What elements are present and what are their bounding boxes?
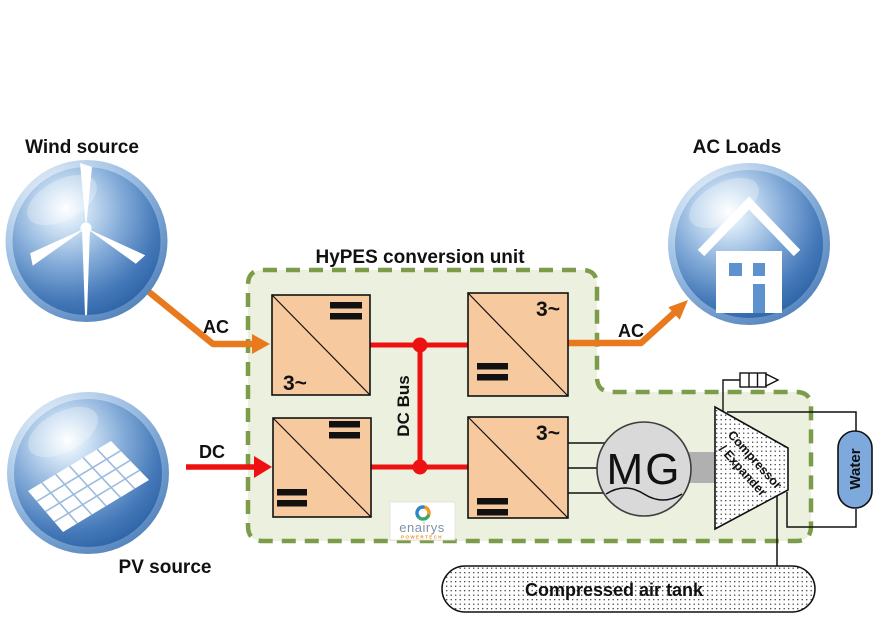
logo-name: enairys bbox=[399, 520, 444, 535]
source-pv bbox=[7, 392, 169, 554]
ac-symbol-label: 3~ bbox=[536, 422, 560, 445]
dc-bus-node-top bbox=[412, 337, 428, 353]
wind-source-label: Wind source bbox=[25, 137, 139, 158]
converter-dc-ac-top-right: 3~ bbox=[467, 292, 569, 397]
wire-pv-dc: DC bbox=[186, 442, 272, 478]
mg-shaft bbox=[689, 452, 716, 483]
dc-symbol bbox=[477, 374, 508, 381]
dc-symbol bbox=[477, 363, 508, 370]
dc-symbol bbox=[477, 509, 508, 516]
logo-enairys: enairys POWERTECH bbox=[389, 501, 456, 541]
wire-wind-ac: AC bbox=[146, 289, 270, 354]
house-icon bbox=[697, 196, 801, 313]
converter-dc-ac-bottom-right: 3~ bbox=[467, 416, 569, 519]
ac-out-label: AC bbox=[618, 321, 644, 341]
mg-machine: MG bbox=[596, 421, 716, 517]
converter-ac-dc-top-left: 3~ bbox=[271, 294, 371, 396]
ac-in-label: AC bbox=[203, 317, 229, 337]
converter-dc-dc-bottom-left bbox=[272, 417, 372, 518]
dc-bus-label: DC Bus bbox=[394, 375, 413, 436]
dc-symbol bbox=[329, 432, 360, 439]
three-phase-lines bbox=[568, 442, 606, 494]
dc-bus-node-bottom bbox=[412, 459, 428, 475]
compressed-air-tank: Compressed air tank bbox=[441, 565, 816, 613]
wire-ac-out: AC bbox=[568, 300, 688, 347]
mg-label: MG bbox=[607, 445, 682, 494]
enairys-swirl-icon bbox=[415, 505, 431, 521]
dc-symbol bbox=[477, 498, 508, 505]
water-loop-lines bbox=[727, 411, 857, 566]
dc-symbol bbox=[277, 500, 307, 507]
dc-symbol bbox=[330, 313, 362, 320]
wind-turbine-icon bbox=[30, 163, 146, 315]
vent-valve-icon bbox=[722, 372, 780, 411]
dc-symbol bbox=[277, 489, 307, 496]
region-title: HyPES conversion unit bbox=[315, 247, 525, 268]
mg-wave-icon bbox=[605, 487, 683, 501]
ac-symbol-label: 3~ bbox=[536, 298, 560, 321]
ac-in-arrowhead bbox=[252, 334, 270, 354]
logo-tagline: POWERTECH bbox=[401, 535, 443, 540]
water-label: Water bbox=[847, 448, 864, 489]
dc-symbol bbox=[330, 302, 362, 309]
tank-label: Compressed air tank bbox=[525, 580, 704, 600]
dc-arrowhead bbox=[254, 456, 272, 478]
solar-panel-icon bbox=[28, 441, 149, 532]
pv-source-label: PV source bbox=[119, 557, 212, 578]
load-ac bbox=[668, 163, 830, 325]
water-reservoir: Water bbox=[837, 430, 873, 509]
ac-out-arrowhead bbox=[668, 300, 688, 320]
source-wind bbox=[5, 160, 168, 322]
dc-symbol bbox=[329, 421, 360, 428]
dc-in-label: DC bbox=[199, 442, 225, 462]
ac-loads-label: AC Loads bbox=[693, 137, 782, 158]
ac-symbol-label: 3~ bbox=[283, 372, 307, 395]
